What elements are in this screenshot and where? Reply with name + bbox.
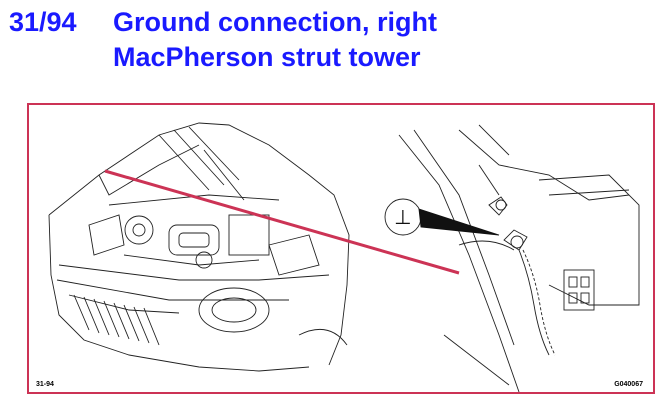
engine-bay-illustration: ⊥ — [48, 122, 640, 392]
ground-symbol-icon: ⊥ — [394, 205, 411, 229]
leader-line — [104, 169, 460, 275]
image-code: G040067 — [614, 381, 643, 388]
figure-reference: 31-94 — [36, 381, 54, 388]
car-outline — [48, 122, 350, 372]
strut-tower-detail — [398, 124, 640, 392]
ground-callout — [384, 198, 500, 236]
page-title-line-2: MacPherson strut tower — [113, 42, 421, 72]
illustration-frame: ⊥ 31-94 G040067 — [27, 103, 655, 394]
page-title-line-1: Ground connection, right — [113, 7, 437, 37]
section-number: 31/94 — [9, 7, 77, 37]
